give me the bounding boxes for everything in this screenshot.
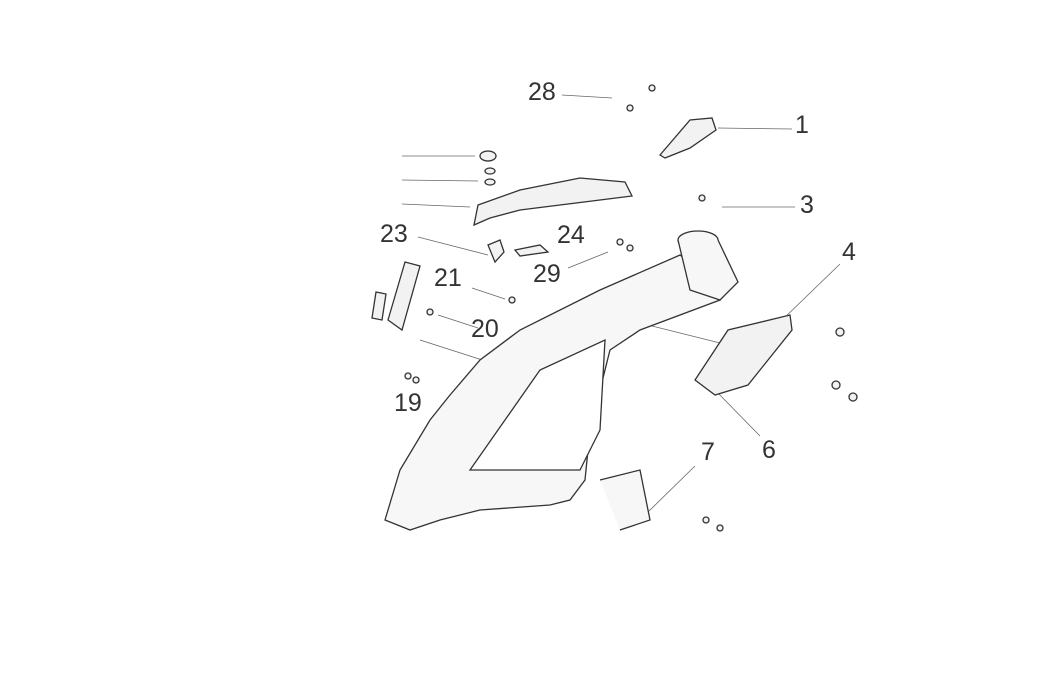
seat-cover xyxy=(473,177,633,227)
callout-19: 19 xyxy=(394,389,422,417)
callout-7: 7 xyxy=(701,438,715,466)
callout-1: 1 xyxy=(795,111,809,139)
callout-28: 28 xyxy=(528,78,556,106)
part-1 xyxy=(659,117,717,159)
part-20-plate xyxy=(387,261,421,332)
callout-21: 21 xyxy=(434,264,462,292)
parts xyxy=(371,84,858,532)
callout-29: 29 xyxy=(533,260,561,288)
frame xyxy=(384,230,739,531)
part-23 xyxy=(487,239,505,264)
callout-23: 23 xyxy=(380,220,408,248)
callout-6: 6 xyxy=(762,436,776,464)
callout-24: 24 xyxy=(557,221,585,249)
part-4-6-bracket xyxy=(694,314,793,396)
callout-3: 3 xyxy=(800,191,814,219)
part-24 xyxy=(513,244,550,257)
callout-4: 4 xyxy=(842,238,856,266)
callout-20: 20 xyxy=(471,315,499,343)
